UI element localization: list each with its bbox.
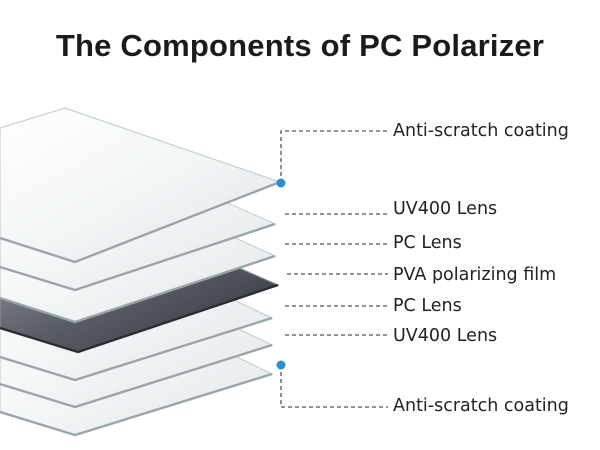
layer-1-anti-scratch-coating [0, 107, 282, 264]
label-anti-scratch-coating-bottom: Anti-scratch coating [393, 396, 569, 416]
label-uv400-lens-bottom: UV400 Lens [393, 326, 498, 346]
label-anti-scratch-coating-top: Anti-scratch coating [393, 121, 569, 141]
diagram-title: The Components of PC Polarizer [55, 28, 545, 63]
label-pc-lens-top: PC Lens [393, 233, 462, 253]
label-pva-polarizing-film: PVA polarizing film [393, 265, 557, 285]
marker-dot-bottom [276, 360, 286, 370]
label-pc-lens-bottom: PC Lens [393, 296, 462, 316]
leader-line-7 [280, 365, 388, 408]
leader-lines [280, 130, 388, 408]
leader-line-1 [280, 130, 388, 183]
label-uv400-lens-top: UV400 Lens [393, 199, 498, 219]
marker-dot-top [276, 178, 286, 188]
